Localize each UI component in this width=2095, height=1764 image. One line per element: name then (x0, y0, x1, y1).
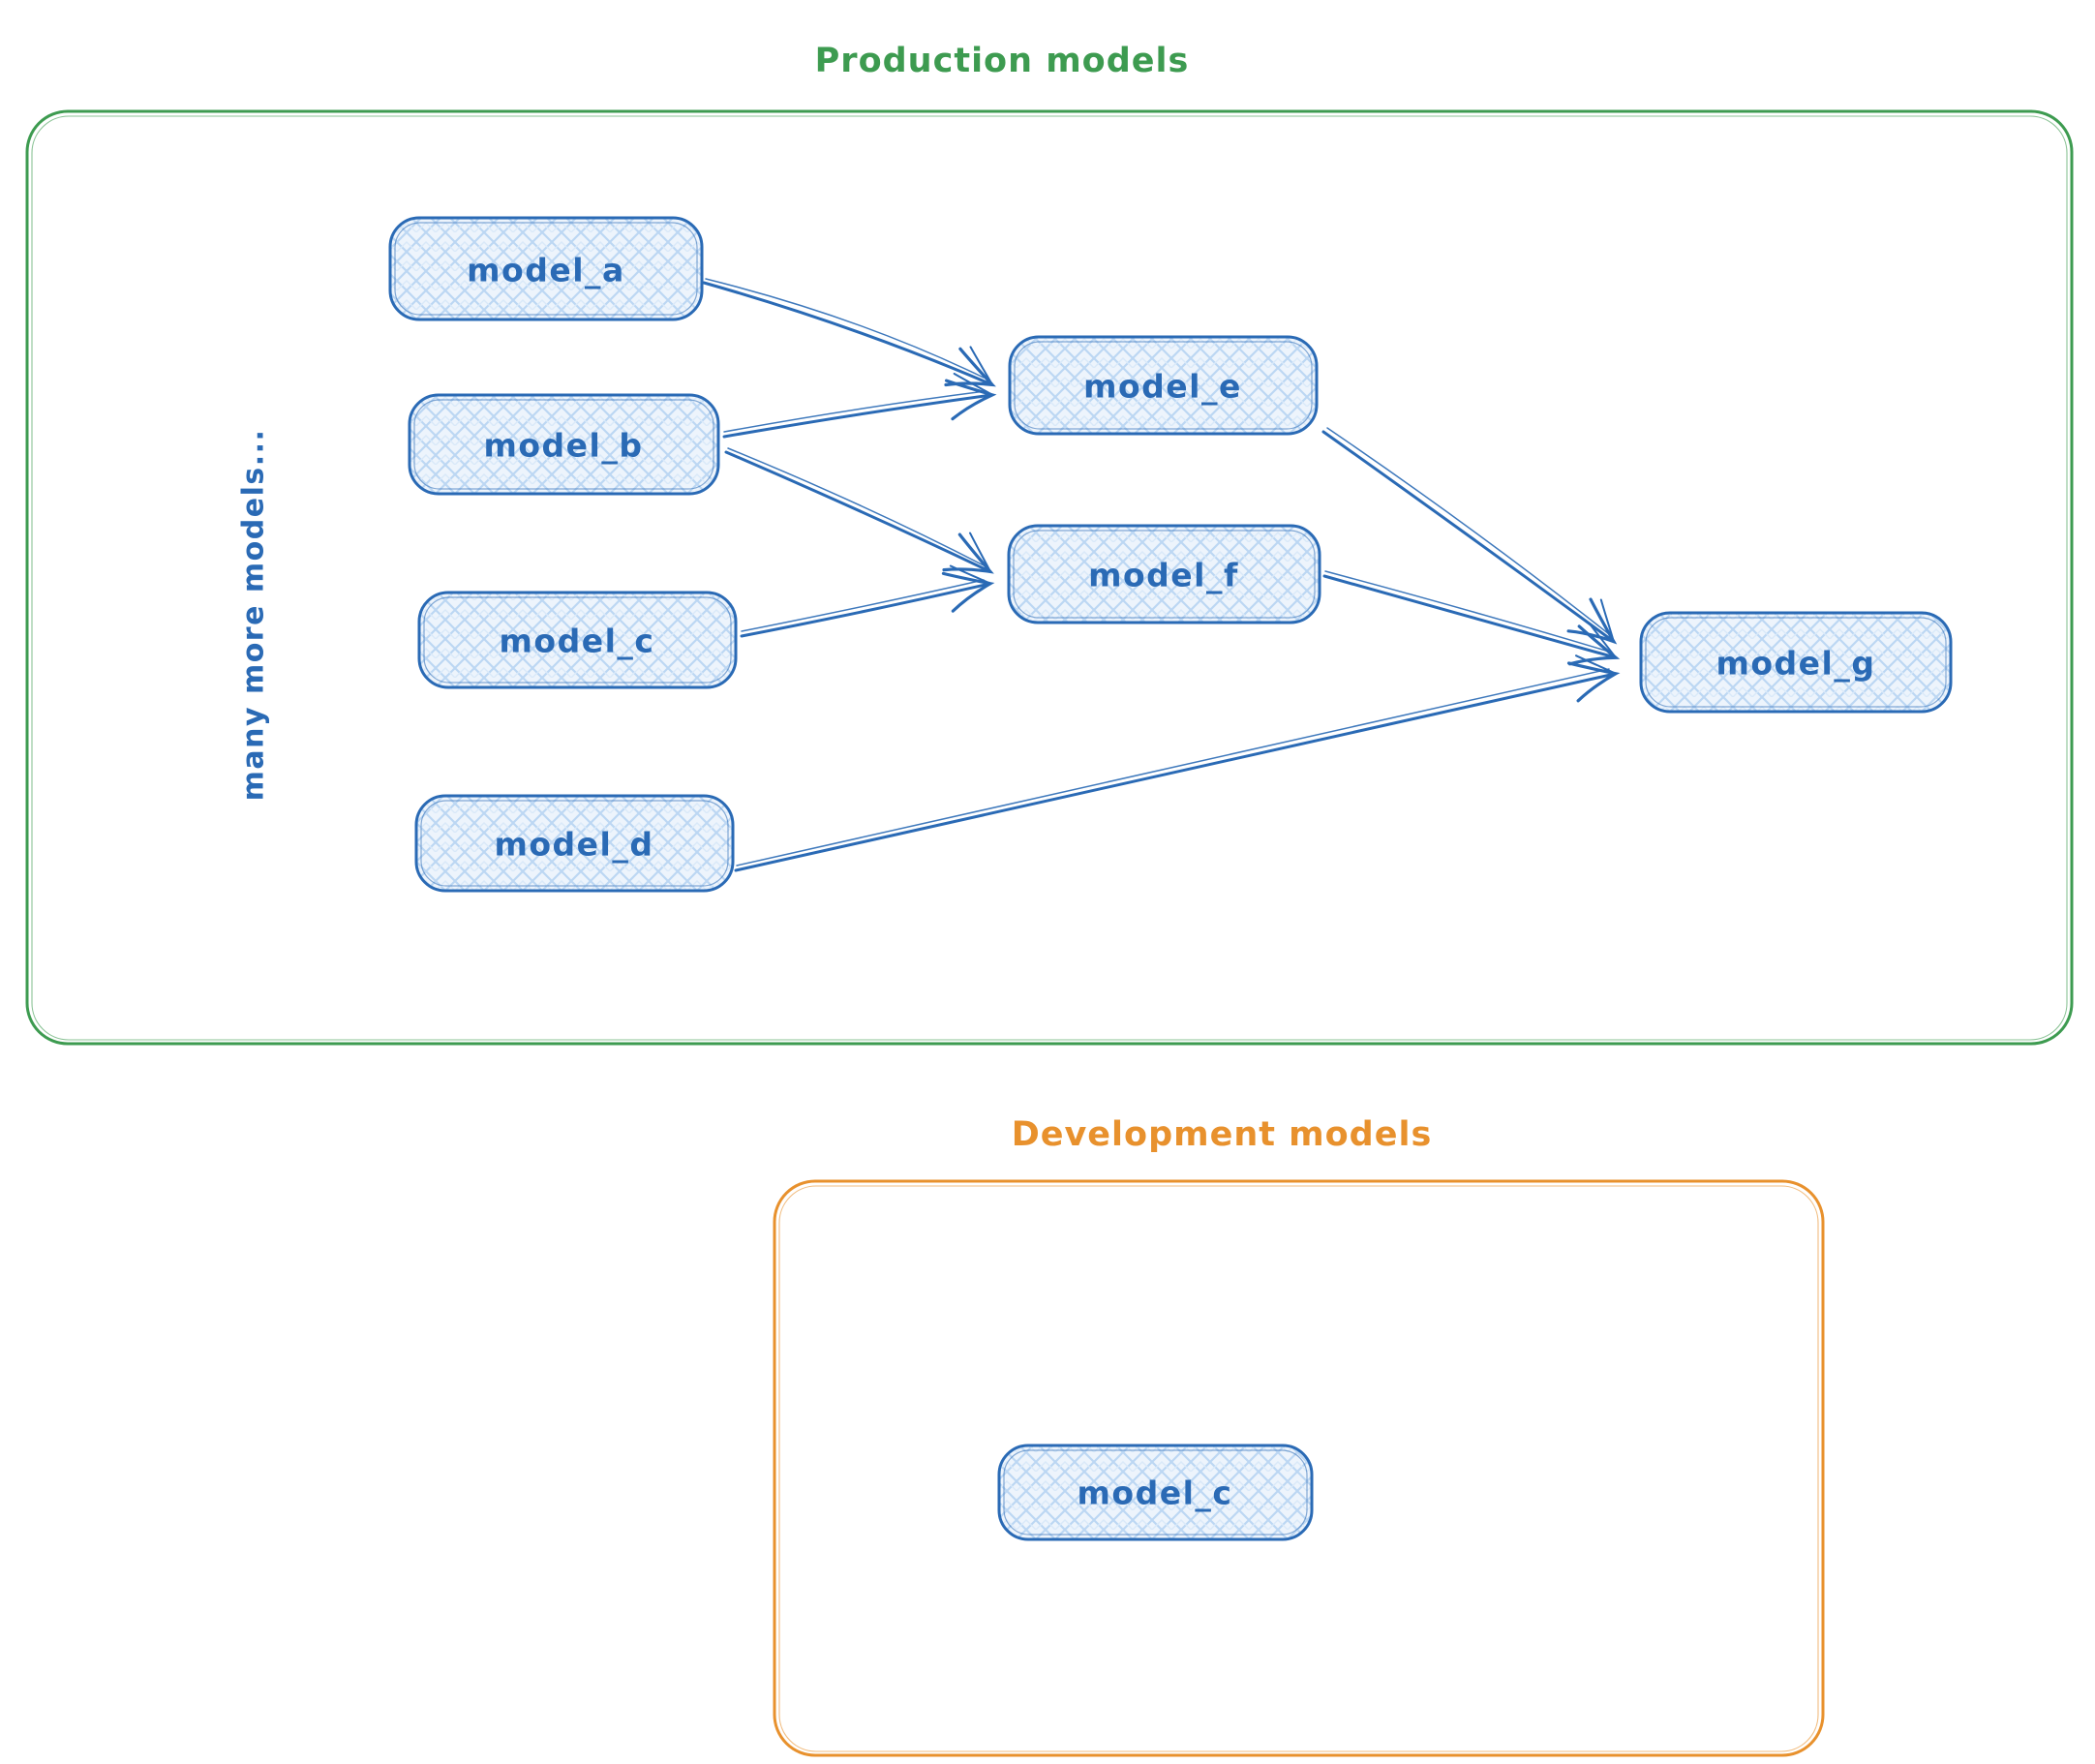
production-title: Production models (815, 42, 1190, 80)
arrow-model-b-to-model-e[interactable] (722, 372, 997, 439)
node-model-f[interactable]: model_f (1007, 524, 1321, 624)
node-model-g[interactable]: model_g (1639, 611, 1953, 714)
development-title: Development models (1012, 1115, 1433, 1154)
node-model-d[interactable]: model_d (414, 794, 735, 893)
many-more-models-note: many more models... (237, 429, 271, 802)
node-model-d-label: model_d (495, 826, 654, 864)
node-model-c-dev[interactable]: model_c (997, 1444, 1314, 1541)
arrow-model-c-to-model-f[interactable] (740, 564, 995, 638)
production-container[interactable] (25, 109, 2074, 1046)
node-model-b-label: model_b (484, 427, 644, 465)
arrow-model-a-to-model-e[interactable] (702, 278, 996, 387)
node-model-f-label: model_f (1088, 557, 1239, 594)
arrow-model-d-to-model-g[interactable] (734, 654, 1621, 872)
node-model-c-label: model_c (500, 623, 655, 660)
node-model-g-label: model_g (1716, 645, 1876, 683)
node-model-e[interactable]: model_e (1008, 335, 1319, 436)
node-model-c[interactable]: model_c (417, 591, 738, 689)
arrow-model-b-to-model-f[interactable] (724, 447, 994, 574)
production-container-sketch-line (31, 115, 2068, 1041)
arrow-model-e-to-model-g[interactable] (1321, 427, 1618, 645)
development-container-sketch-line (778, 1185, 1819, 1752)
node-model-a-label: model_a (467, 252, 625, 289)
node-model-a[interactable]: model_a (388, 216, 704, 321)
node-model-e-label: model_e (1083, 368, 1242, 406)
node-model-b[interactable]: model_b (408, 393, 720, 496)
arrow-model-f-to-model-g[interactable] (1322, 570, 1621, 666)
development-container[interactable] (773, 1179, 1825, 1757)
node-model-c-dev-label: model_c (1078, 1475, 1233, 1512)
